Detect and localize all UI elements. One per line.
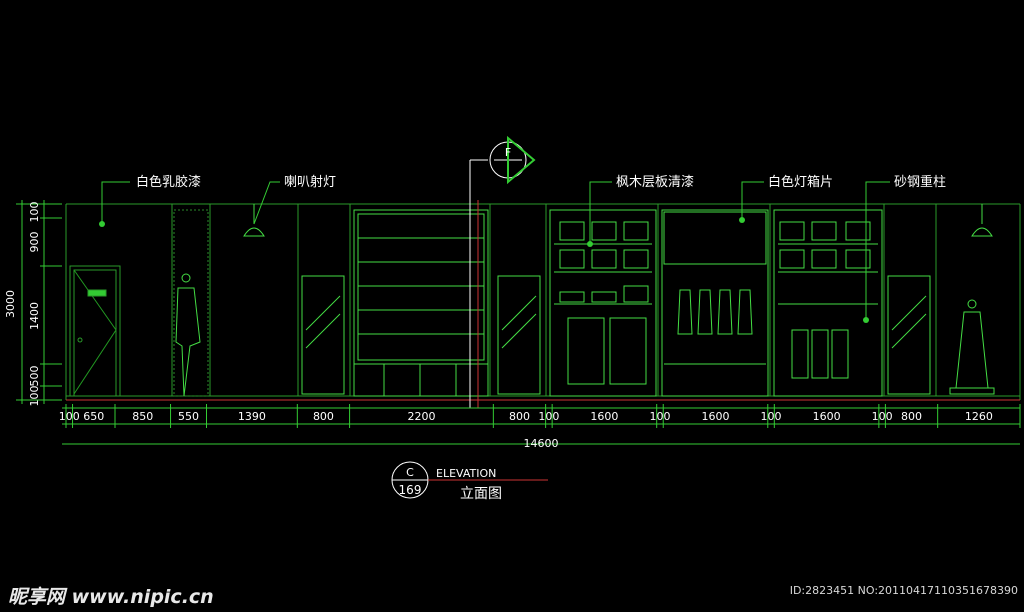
elevation-number: 169: [399, 483, 422, 497]
hdim-13: 1600: [813, 410, 841, 423]
hdim-12: 100: [761, 410, 782, 423]
vertical-dimension-text: 100 900 1400 500 100 3000: [4, 202, 41, 407]
elevation-marker: C 169 ELEVATION 立面图: [391, 461, 548, 502]
section-marker-letter: F: [505, 146, 511, 159]
label-horn-light: 喇叭射灯: [284, 174, 336, 190]
leader-lines: [101, 181, 890, 320]
hdim-15: 800: [901, 410, 922, 423]
vertical-dimension-lines: [16, 200, 62, 404]
shirt-cabinet-left: [549, 209, 657, 397]
hdim-3: 550: [178, 410, 199, 423]
total-width-dim: 14600: [524, 437, 559, 450]
hdim-10: 100: [649, 410, 670, 423]
vdim-100-bottom: 100: [28, 386, 41, 407]
leader-dots: [99, 217, 869, 323]
door: [69, 265, 121, 397]
hdim-6: 2200: [407, 410, 435, 423]
elevation-letter: C: [406, 466, 414, 479]
label-maple-shelf: 枫木层板清漆: [616, 174, 694, 190]
horizontal-dimension-lines: [62, 407, 1020, 445]
vdim-100-top: 100: [28, 202, 41, 223]
mannequin-right: [949, 299, 995, 395]
horizontal-dimension-ticks: [65, 404, 1021, 428]
hdim-0: 100: [59, 410, 80, 423]
hdim-4: 1390: [238, 410, 266, 423]
shirt-cabinet-right: [773, 209, 883, 397]
hdim-14: 100: [872, 410, 893, 423]
vdim-1400: 1400: [28, 302, 41, 330]
vdim-500: 500: [28, 366, 41, 387]
elevation-title-cn: 立面图: [460, 486, 502, 502]
elevation-title: ELEVATION: [436, 467, 496, 480]
label-lightbox: 白色灯箱片: [768, 174, 833, 190]
watermark-id: ID:2823451 NO:20110417110351678390: [789, 584, 1018, 597]
label-column: 砂钢重柱: [894, 174, 946, 190]
vdim-900: 900: [28, 232, 41, 253]
hdim-8: 100: [538, 410, 559, 423]
shoe-display-wall: [353, 209, 489, 397]
label-latex-paint: 白色乳胶漆: [136, 174, 201, 190]
watermark-site: 昵享网 www.nipic.cn: [8, 586, 214, 608]
hdim-2: 850: [132, 410, 153, 423]
hdim-16: 1260: [965, 410, 993, 423]
hdim-7: 800: [509, 410, 530, 423]
wall-outline: [65, 203, 1021, 401]
mirror-panels: [301, 275, 931, 395]
spotlight-fixtures: [243, 204, 993, 237]
hdim-5: 800: [313, 410, 334, 423]
section-marker-f: F: [469, 135, 536, 408]
hdim-11: 1600: [702, 410, 730, 423]
hdim-9: 1600: [590, 410, 618, 423]
hdim-1: 650: [83, 410, 104, 423]
bay-dividers: [171, 204, 937, 396]
mannequin-left: [173, 209, 209, 397]
vdim-total: 3000: [4, 290, 17, 318]
lightbox-cabinet: [661, 209, 769, 397]
